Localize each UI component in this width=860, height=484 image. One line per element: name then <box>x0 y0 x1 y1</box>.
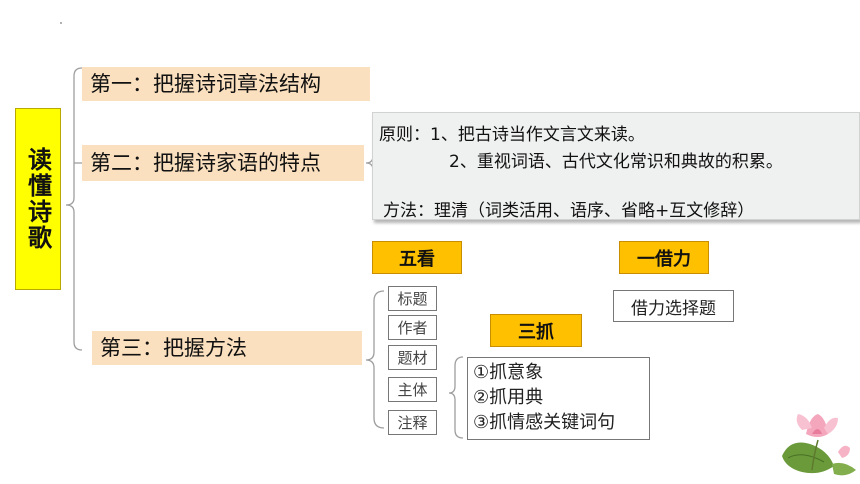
yijieli-item: 借力选择题 <box>613 290 734 322</box>
lotus-flower-icon <box>782 414 856 476</box>
sanzhua-item-imagery: ①抓意象 <box>473 362 544 383</box>
sanzhua-list: ①抓意象 ②抓用典 ③抓情感关键词句 <box>467 357 650 440</box>
principle-line-2: 2、重视词语、古代文化常识和典故的积累。 <box>449 152 783 172</box>
wukan-item-author: 作者 <box>388 315 437 340</box>
speck-dot <box>60 22 62 24</box>
wukan-item-notes: 注释 <box>388 410 437 435</box>
wukan-header: 五看 <box>372 241 462 274</box>
main-bracket <box>65 67 83 351</box>
branch-zhangfa: 第一：把握诗词章法结构 <box>82 67 370 101</box>
wukan-item-subject: 主体 <box>388 377 437 402</box>
wukan-item-genre: 题材 <box>388 345 437 370</box>
wukan-bracket <box>365 290 385 429</box>
root-node: 读懂诗歌 <box>15 108 61 290</box>
sanzhua-item-allusion: ②抓用典 <box>473 387 544 408</box>
yijieli-header: 一借力 <box>619 241 709 274</box>
sanzhua-item-emotion: ③抓情感关键词句 <box>473 412 616 433</box>
principle-line-1: 原则：1、把古诗当作文言文来读。 <box>379 125 645 145</box>
method-line: 方法：理清（词类活用、语序、省略+互文修辞） <box>383 201 755 221</box>
branch-fangfa: 第三：把握方法 <box>92 331 362 365</box>
sanzhua-bracket <box>448 356 464 439</box>
principle-box: 原则：1、把古诗当作文言文来读。 2、重视词语、古代文化常识和典故的积累。 方法… <box>372 112 860 221</box>
branch-shijiayu: 第二：把握诗家语的特点 <box>82 145 364 181</box>
root-label: 读懂诗歌 <box>23 147 52 251</box>
sanzhua-header: 三抓 <box>490 314 582 347</box>
wukan-item-title: 标题 <box>388 286 437 311</box>
